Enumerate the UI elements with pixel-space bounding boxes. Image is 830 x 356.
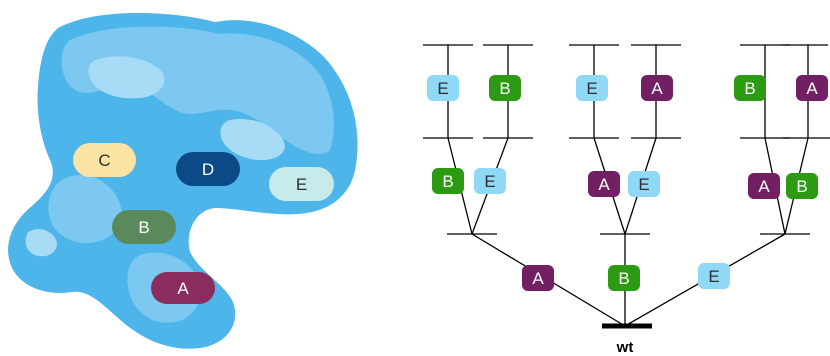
mutation-label: B: [618, 269, 629, 288]
domain-label: D: [202, 160, 214, 179]
protein-highlight: [88, 56, 165, 99]
mutation-node-b: B: [786, 173, 818, 199]
domain-label: E: [296, 175, 307, 194]
mutation-box: [734, 75, 766, 101]
mutation-label: B: [442, 172, 453, 191]
mutation-box: [608, 265, 640, 291]
mutation-label: E: [708, 267, 719, 286]
mutation-label: E: [586, 79, 597, 98]
mutation-node-a: A: [796, 75, 828, 101]
mutation-box: [628, 171, 660, 197]
mutation-label: E: [484, 172, 495, 191]
mutation-label: A: [806, 79, 818, 98]
mutation-label: B: [744, 79, 755, 98]
mutation-tree: A B E B E A E A B E B E A B A wt: [423, 44, 830, 356]
root-label: wt: [616, 339, 634, 356]
mutation-node-e: E: [427, 75, 459, 101]
mutation-node-e: E: [628, 171, 660, 197]
mutation-label: A: [758, 177, 770, 196]
mutation-box: [474, 168, 506, 194]
mutation-label: B: [499, 79, 510, 98]
protein-highlight: [220, 118, 285, 160]
protein-highlight: [48, 175, 122, 244]
mutation-box: [796, 75, 828, 101]
domain-shape: [151, 272, 215, 304]
mutation-node-b: B: [489, 75, 521, 101]
domain-label: C: [98, 151, 110, 170]
mutation-box: [576, 75, 608, 101]
mutation-box: [698, 263, 730, 289]
mutation-label: A: [651, 79, 663, 98]
protein-highlight: [25, 229, 57, 257]
mutation-label: E: [638, 175, 649, 194]
mutation-box: [522, 265, 554, 291]
mutation-label: A: [598, 175, 610, 194]
mutation-node-e: E: [474, 168, 506, 194]
mutation-node-a: A: [641, 75, 673, 101]
mutation-box: [748, 173, 780, 199]
mutation-node-a: A: [522, 265, 554, 291]
domain-c: C: [73, 143, 136, 177]
domain-shape: [112, 210, 176, 244]
mutation-label: A: [532, 269, 544, 288]
mutation-box: [641, 75, 673, 101]
mutation-node-e: E: [698, 263, 730, 289]
mutation-label: B: [796, 177, 807, 196]
domain-a: A: [151, 272, 215, 304]
mutation-node-b: B: [432, 168, 464, 194]
mutation-box: [489, 75, 521, 101]
domain-label: A: [177, 279, 189, 298]
protein-surface: C D E B A: [8, 12, 358, 349]
mutation-node-b: B: [734, 75, 766, 101]
mutation-label: E: [437, 79, 448, 98]
domain-b: B: [112, 210, 176, 244]
domain-e: E: [269, 167, 334, 201]
mutation-box: [786, 173, 818, 199]
mutation-box: [427, 75, 459, 101]
mutation-node-a: A: [748, 173, 780, 199]
mutation-node-a: A: [588, 171, 620, 197]
domain-label: B: [138, 218, 149, 237]
domain-d: D: [176, 152, 240, 186]
domain-shape: [176, 152, 240, 186]
mutation-node-e: E: [576, 75, 608, 101]
mutation-node-b: B: [608, 265, 640, 291]
domain-shape: [73, 143, 136, 177]
mutation-box: [432, 168, 464, 194]
domain-shape: [269, 167, 334, 201]
mutation-box: [588, 171, 620, 197]
